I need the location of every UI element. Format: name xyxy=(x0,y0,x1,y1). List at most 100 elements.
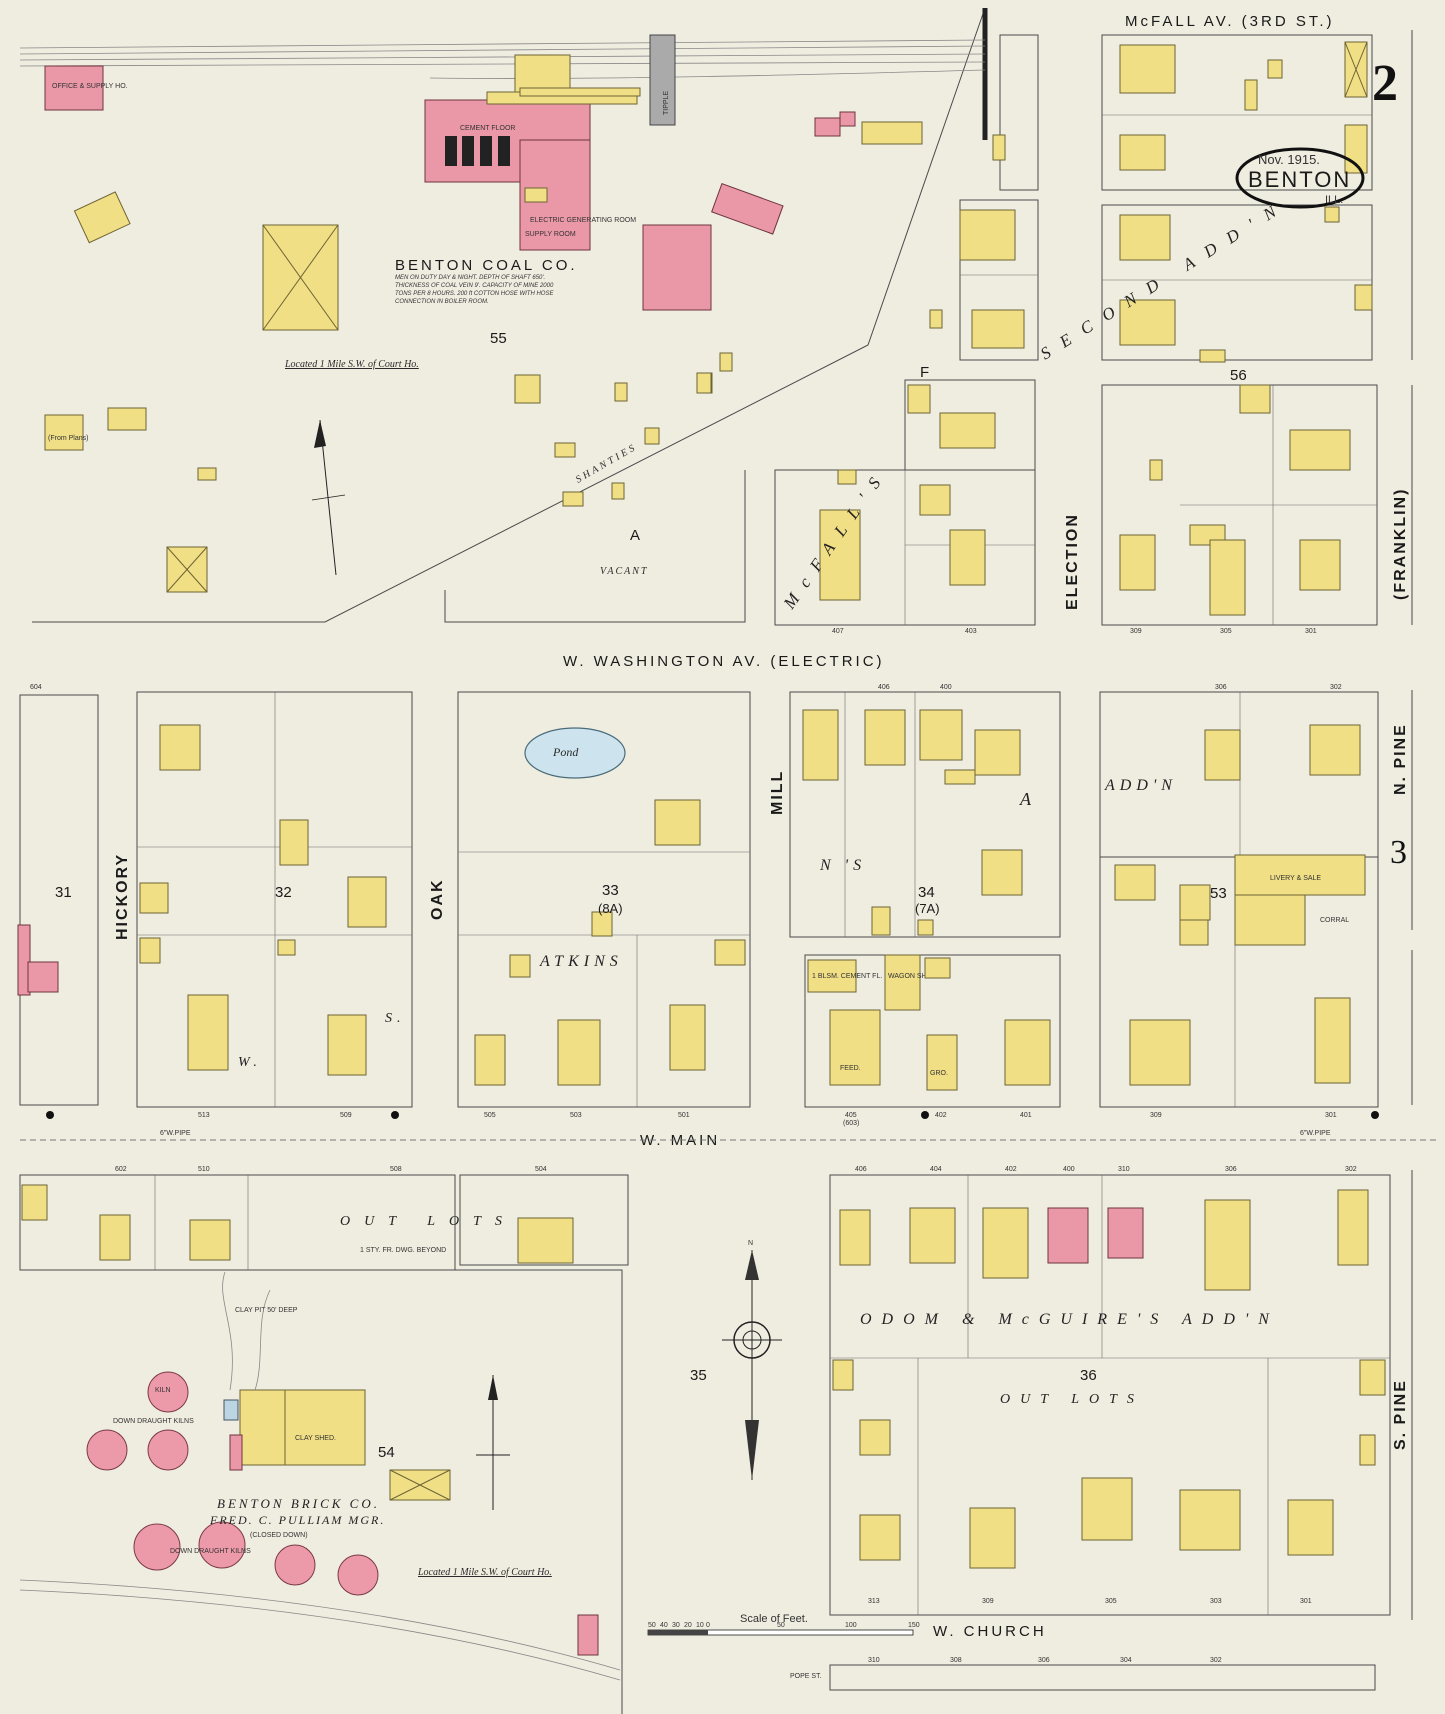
sheet-date: Nov. 1915. xyxy=(1258,152,1320,167)
outlots-main-label: OUT LOTS xyxy=(340,1214,516,1229)
block-31 xyxy=(19,694,99,1106)
kilns-note: DOWN DRAUGHT KILNS xyxy=(113,1418,194,1425)
sheet-title-stamp: Nov. 1915. BENTON ILL. xyxy=(1235,147,1365,209)
pond-label: Pond xyxy=(552,745,579,759)
scale-bar: Scale of Feet. 50 40 30 20 10 0 50 100 1… xyxy=(647,1613,920,1636)
block-33-alt: (8A) xyxy=(598,901,623,916)
railroad-tracks xyxy=(19,39,986,79)
hydrants xyxy=(46,1111,1379,1119)
north-arrow-coal xyxy=(311,419,346,576)
hydrant xyxy=(1371,1111,1379,1119)
sheet-town: BENTON xyxy=(1248,167,1351,192)
vacant-label: VACANT xyxy=(600,566,648,577)
svg-text:309: 309 xyxy=(1150,1112,1162,1119)
brick-inset-border xyxy=(20,1269,623,1714)
block-32-label: 32 xyxy=(275,884,292,901)
svg-text:40: 40 xyxy=(660,1622,668,1629)
svg-text:402: 402 xyxy=(935,1112,947,1119)
coal-company-name: BENTON COAL CO. xyxy=(395,257,578,274)
street-mill: MILL xyxy=(769,770,786,815)
block-a-region: A VACANT F xyxy=(444,364,1036,626)
atkins-label: ATKINS xyxy=(539,953,623,970)
svg-text:308: 308 xyxy=(950,1657,962,1664)
block-56: 56 xyxy=(1230,367,1247,384)
brick-manager: FRED. C. PULLIAM MGR. xyxy=(209,1513,385,1527)
street-franklin: (FRANKLIN) xyxy=(1392,488,1409,600)
block-second-addn-top xyxy=(1101,34,1373,191)
block-34-alt: (7A) xyxy=(915,901,940,916)
ns-label: N 'S xyxy=(819,857,866,874)
clay-pit-label: CLAY PIT 50' DEEP xyxy=(235,1307,298,1314)
house-numbers: 407 403 309 305 301 406 400 306 302 513 … xyxy=(30,628,1357,1664)
svg-text:302: 302 xyxy=(1330,684,1342,691)
office-building xyxy=(44,65,104,111)
street-church: W. CHURCH xyxy=(933,1623,1047,1640)
svg-text:310: 310 xyxy=(1118,1166,1130,1173)
street-n-pine: N. PINE xyxy=(1392,723,1409,795)
block-34 xyxy=(789,691,1061,938)
brick-company-inset: KILN DOWN DRAUGHT KILNS DOWN DRAUGHT KIL… xyxy=(19,1271,621,1681)
office-label: OFFICE & SUPPLY HO. xyxy=(52,83,128,90)
svg-text:10: 10 xyxy=(696,1622,704,1629)
compass-rose: N xyxy=(722,1240,782,1480)
block-36 xyxy=(829,1174,1391,1616)
svg-text:309: 309 xyxy=(1130,628,1142,635)
street-mcfall: McFALL AV. (3RD ST.) xyxy=(1125,13,1335,30)
hydrant xyxy=(46,1111,54,1119)
pipe-label-1: 6"W.PIPE xyxy=(160,1130,191,1137)
ws-label-1: W. xyxy=(238,1055,262,1070)
street-election: ELECTION xyxy=(1064,513,1081,610)
adjoining-sheet: 3 xyxy=(1390,834,1407,871)
svg-text:508: 508 xyxy=(390,1166,402,1173)
clay-shed-label: CLAY SHED. xyxy=(295,1435,336,1442)
block-33 xyxy=(457,691,751,1108)
supply-label: SUPPLY ROOM xyxy=(525,231,576,238)
down-draught-label: DOWN DRAUGHT KILNS xyxy=(170,1548,251,1555)
svg-text:301: 301 xyxy=(1325,1112,1337,1119)
street-oak: OAK xyxy=(429,878,446,920)
block-f-label: F xyxy=(920,364,929,381)
street-washington: W. WASHINGTON AV. (ELECTRIC) xyxy=(563,653,885,670)
svg-text:402: 402 xyxy=(1005,1166,1017,1173)
coal-company-note: MEN ON DUTY DAY & NIGHT. DEPTH OF SHAFT … xyxy=(395,275,554,305)
ws-label-2: S. xyxy=(385,1011,406,1026)
brick-dwelling-2 xyxy=(1107,1207,1144,1259)
svg-text:604: 604 xyxy=(30,684,42,691)
pond xyxy=(524,727,626,779)
svg-text:150: 150 xyxy=(908,1622,920,1629)
feed-label: FEED. xyxy=(840,1065,861,1072)
block-36-label: 36 xyxy=(1080,1367,1097,1384)
svg-text:400: 400 xyxy=(940,684,952,691)
sheet-state: ILL. xyxy=(1325,194,1343,206)
cement-floor-label: CEMENT FLOOR xyxy=(460,125,516,132)
block-53-label: 53 xyxy=(1210,885,1227,902)
svg-text:0: 0 xyxy=(706,1622,710,1629)
dwg-beyond: 1 STY. FR. DWG. BEYOND xyxy=(360,1247,446,1254)
svg-text:403: 403 xyxy=(965,628,977,635)
machine-shop xyxy=(642,224,712,311)
block-a-label: A xyxy=(630,527,640,544)
svg-text:301: 301 xyxy=(1300,1598,1312,1605)
brick-location-note: Located 1 Mile S.W. of Court Ho. xyxy=(417,1567,552,1578)
svg-text:501: 501 xyxy=(678,1112,690,1119)
mcfall-blocks: 56 xyxy=(929,34,1378,626)
svg-text:407: 407 xyxy=(832,628,844,635)
wagon-shed-label: WAGON SHED. xyxy=(888,973,938,980)
street-main: W. MAIN xyxy=(640,1132,720,1149)
block-34-label: 34 xyxy=(918,884,935,901)
svg-text:513: 513 xyxy=(198,1112,210,1119)
from-plans-label: (From Plans) xyxy=(48,435,88,442)
svg-text:305: 305 xyxy=(1105,1598,1117,1605)
svg-text:302: 302 xyxy=(1210,1657,1222,1664)
brick-company-name: BENTON BRICK CO. xyxy=(217,1496,380,1511)
svg-text:406: 406 xyxy=(855,1166,867,1173)
inset-boundary xyxy=(32,7,986,623)
block-55: 55 xyxy=(490,330,507,347)
tipple-building xyxy=(649,34,676,126)
svg-text:306: 306 xyxy=(1225,1166,1237,1173)
svg-text:602: 602 xyxy=(115,1166,127,1173)
svg-text:404: 404 xyxy=(930,1166,942,1173)
svg-text:309: 309 xyxy=(982,1598,994,1605)
block-33-label: 33 xyxy=(602,882,619,899)
